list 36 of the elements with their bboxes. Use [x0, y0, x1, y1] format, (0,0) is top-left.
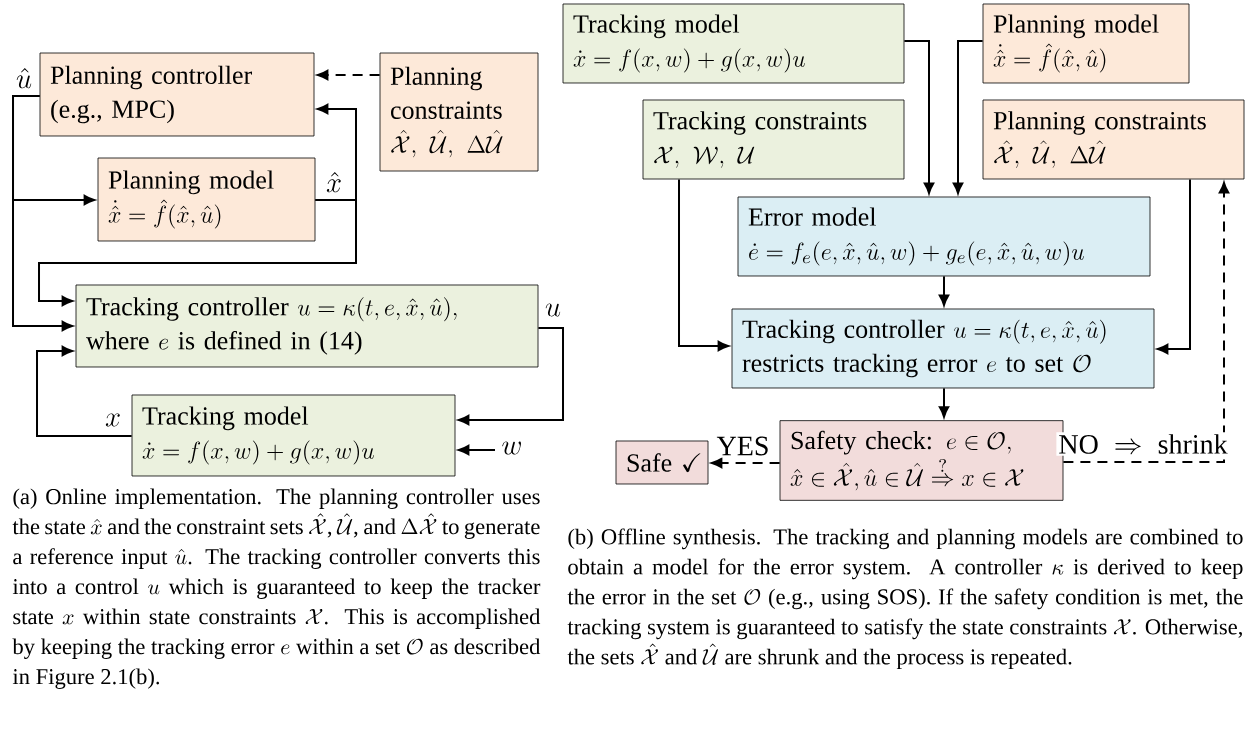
arrow — [36, 345, 133, 437]
arrow — [903, 40, 935, 194]
arrow — [952, 40, 984, 194]
arrow — [678, 178, 729, 352]
arrow — [458, 327, 564, 426]
edge-label: $\hat{u}$ — [14, 66, 35, 90]
edge-label: $\text{YES}$ — [714, 434, 772, 458]
process-box: Planning constraints $\hat{\mathcal{X}},\ \hat{\mathcal{U}},\ \Delta\hat{\mathcal{U}}$ — [379, 52, 539, 172]
arrow — [314, 103, 357, 201]
edge-label: $\hat{x}$ — [324, 170, 344, 194]
edge-label: $x$ — [103, 411, 123, 429]
arrow — [711, 457, 781, 469]
arrow — [1062, 182, 1230, 463]
edge-label: $w$ — [499, 439, 525, 457]
process-box: Tracking model $\dot{x}=f(x,w)+g(x,w)u$ — [562, 3, 905, 84]
arrow — [12, 95, 73, 332]
process-box: Tracking model $\dot{x}=f(x,w)+g(x,w)u$ — [131, 394, 456, 477]
process-box: $\text{Tracking controller }u=\kappa(t,e,\hat{x},\hat{u})$ $\text{restricts tracking error }e\text{ to set }\mathcal{O}$ — [731, 308, 1155, 389]
caption: $\vbox{(a) Online implementation. The planning controller uses the state $\hat{x}$ and the constraint sets $\hat{\mathcal{X}}$, $\hat{\mathcal{U}}$, and $\Delta\hat{\mathcal{X}}$ to generate a reference input $\hat{u}$. The tracking controller converts this into a control $u$ which is guaranteed to keep the tracker state $x$ within state constraints $\mathcal{X}$. This is accomplished by keeping the tracking error $e$ within a set $\mathcal{O}$ as described in Figure 2.1(b).}$ — [12, 488, 541, 689]
arrow — [38, 199, 357, 307]
process-box: Tracking constraints $\mathcal{X},\ \mathcal{W},\ \mathcal{U}$ — [642, 99, 905, 180]
process-box: Planning constraints $\hat{\mathcal{X}},\ \hat{\mathcal{U}},\ \Delta\hat{\mathcal{U}}$ — [982, 99, 1245, 180]
process-box: $\text{Safe }\checkmark$ — [615, 440, 709, 485]
edge-label: $u$ — [543, 301, 564, 319]
arrow — [317, 69, 381, 81]
arrow — [938, 387, 950, 418]
arrow — [1157, 178, 1191, 355]
process-box: Planning model $\dot{\hat{x}}=\hat{f}(\hat{x},\hat{u})$ — [982, 3, 1190, 84]
process-box: $\text{Tracking controller }u=\kappa(t,e,\hat{x},\hat{u}),$ $\text{where }e\text{ is defined in (14)}$ — [75, 284, 539, 368]
caption: $\vbox{(b) Offline synthesis. The tracking and planning models are combined to obtain a model for the error system. A controller $\kappa$ is derived to keep the error in the set $\mathcal{O}$ (e.g., using SOS). If the safety condition is met, the tracking system is guaranteed to satisfy the state constraints $\mathcal{X}$. Otherwise, the sets $\hat{\mathcal{X}}$ and $\hat{\mathcal{U}}$ are shrunk and the process is repeated.}$ — [567, 528, 1243, 670]
edge-label: $\text{NO }\Rightarrow\text{ shrink}$ — [1056, 432, 1230, 456]
process-box: Planning model $\dot{\hat{x}}=\hat{f}(\hat{x},\hat{u})$ — [97, 157, 316, 242]
process-box: Error model $\dot{e}=f_e(e,\hat{x},\hat{u},w)+g_e(e,\hat{x},\hat{u},w)u$ — [737, 196, 1151, 277]
process-box: Planning controller (e.g., MPC) — [39, 52, 315, 137]
arrow — [458, 444, 496, 456]
arrow — [938, 275, 950, 306]
